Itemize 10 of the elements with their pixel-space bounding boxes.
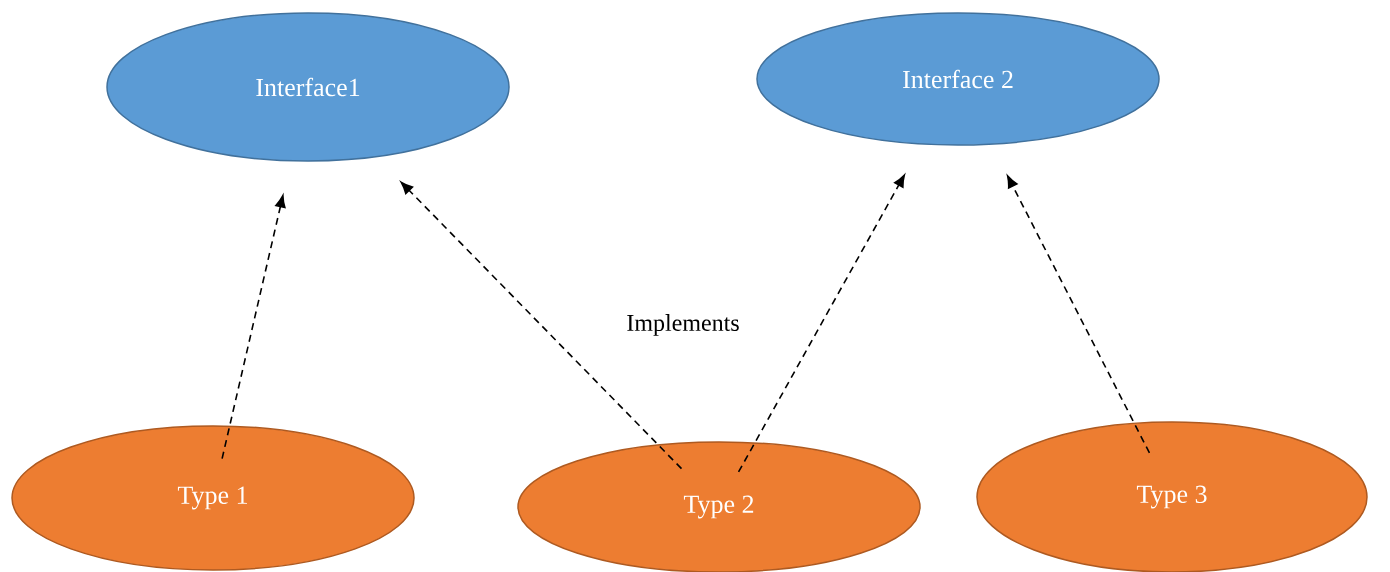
ellipse-node: Type 2 bbox=[517, 441, 921, 572]
dashed-arrow bbox=[400, 181, 683, 470]
dashed-arrow bbox=[221, 194, 286, 460]
ellipse-node: Interface 2 bbox=[756, 12, 1160, 146]
dashed-arrow bbox=[737, 174, 906, 473]
dashed-arrow bbox=[1006, 175, 1151, 454]
ellipse-node: Type 3 bbox=[976, 421, 1368, 572]
annotation-text: Implements bbox=[627, 314, 739, 336]
ellipse-node: Interface1 bbox=[106, 12, 510, 162]
ellipse-node: Type 1 bbox=[11, 425, 415, 571]
